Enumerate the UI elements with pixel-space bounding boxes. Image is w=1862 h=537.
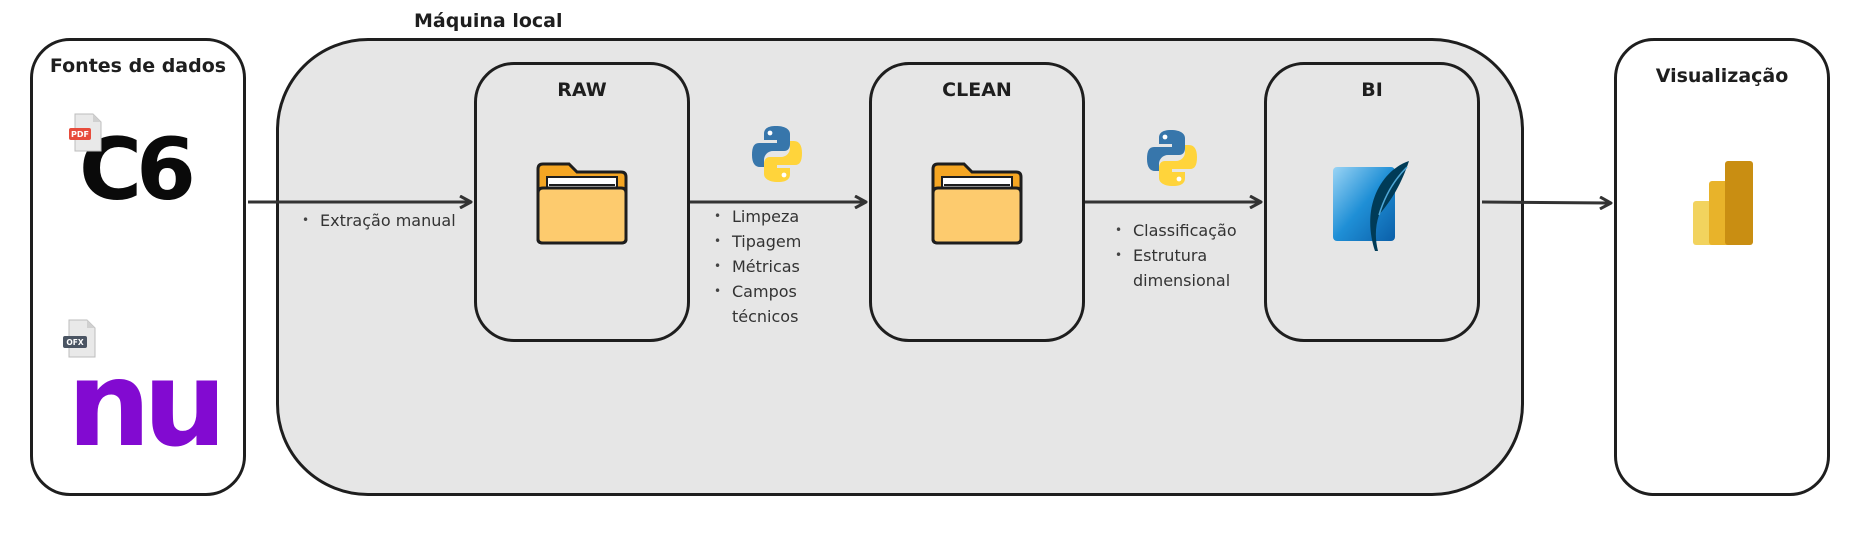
- nubank-logo: nu: [67, 335, 227, 473]
- stage-clean-title: CLEAN: [942, 79, 1012, 101]
- visualization-panel: Visualização: [1614, 38, 1830, 496]
- pdf-file-tag: PDF: [71, 130, 89, 139]
- stage-raw: RAW: [474, 62, 690, 342]
- arrow-bi-to-visualization: [1481, 202, 1610, 203]
- note-item: Classificação: [1115, 218, 1273, 243]
- ofx-file-icon: OFX: [63, 319, 97, 363]
- raw-to-clean-notes: Limpeza Tipagem Métricas Campos técnicos: [712, 204, 852, 329]
- sources-title: Fontes de dados: [49, 55, 227, 77]
- note-item: Extração manual: [302, 208, 456, 233]
- power-bi-icon: [1691, 159, 1757, 251]
- sources-panel: Fontes de dados C6 PDF nu OFX: [30, 38, 246, 496]
- pdf-file-icon: PDF: [69, 113, 103, 157]
- extraction-notes: Extração manual: [300, 208, 456, 233]
- note-item: Campos técnicos: [714, 279, 852, 329]
- note-item: Limpeza: [714, 204, 852, 229]
- folder-icon: [535, 161, 629, 249]
- ofx-file-tag: OFX: [66, 338, 83, 347]
- local-machine-title: Máquina local: [414, 10, 563, 32]
- note-item: Métricas: [714, 254, 852, 279]
- stage-bi: BI: [1264, 62, 1480, 342]
- stage-bi-title: BI: [1361, 79, 1383, 101]
- nu-logo-text: nu: [67, 345, 217, 455]
- python-icon: [1147, 128, 1197, 194]
- clean-to-bi-notes: Classificação Estrutura dimensional: [1113, 218, 1273, 293]
- note-item: Estrutura dimensional: [1115, 243, 1273, 293]
- stage-raw-title: RAW: [557, 79, 607, 101]
- visualization-title: Visualização: [1655, 65, 1789, 87]
- folder-icon: [930, 161, 1024, 249]
- note-item: Tipagem: [714, 229, 852, 254]
- stage-clean: CLEAN: [869, 62, 1085, 342]
- python-icon: [752, 124, 802, 190]
- sqlite-feather-icon: [1331, 159, 1415, 257]
